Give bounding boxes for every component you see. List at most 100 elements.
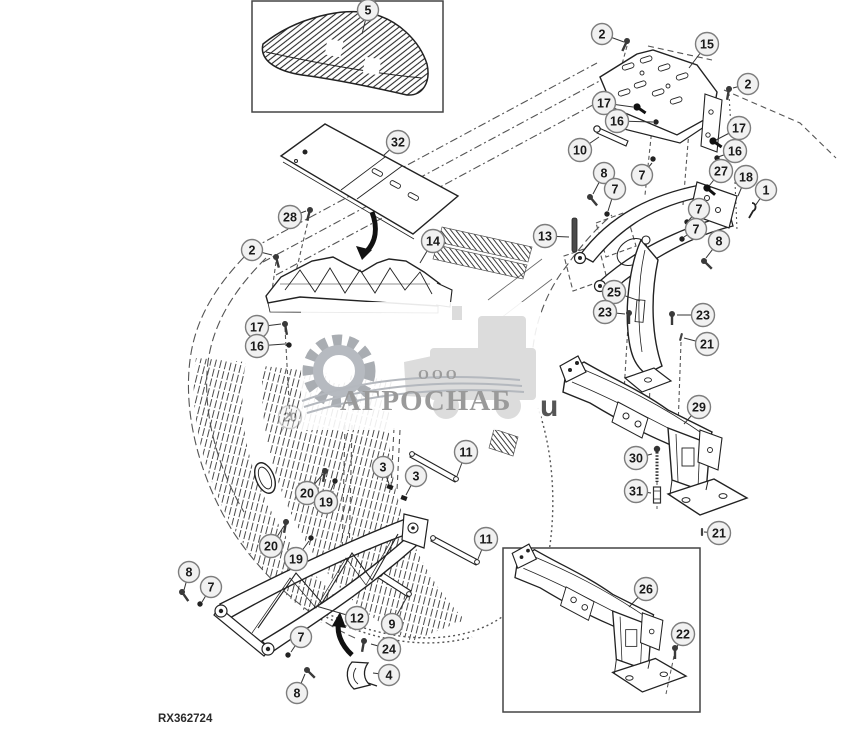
callout-number: 17 [732, 122, 746, 136]
callout-number: 17 [597, 97, 611, 111]
callout-32[interactable]: 32 [382, 129, 411, 157]
fastener-bolt-icon [672, 645, 678, 659]
callout-8[interactable]: 8 [177, 560, 201, 591]
fastener-bolt-icon [587, 194, 598, 207]
callout-2[interactable]: 2 [732, 72, 760, 96]
callout-2[interactable]: 2 [590, 22, 625, 46]
part-25-support-bracket [623, 235, 673, 393]
part-4-clamp [346, 661, 378, 690]
fastener-bolt-icon [621, 38, 630, 52]
callout-7[interactable]: 7 [630, 162, 654, 187]
callout-16[interactable]: 16 [244, 333, 286, 359]
callout-10[interactable]: 10 [567, 136, 600, 163]
callout-number: 7 [693, 223, 700, 237]
callout-12[interactable]: 12 [315, 605, 370, 631]
fastener-bolt-icon [321, 468, 328, 483]
callout-18[interactable]: 18 [733, 164, 759, 197]
callout-number: 8 [601, 167, 608, 181]
callout-9[interactable]: 9 [380, 594, 409, 636]
callout-25[interactable]: 25 [601, 279, 641, 305]
callout-27[interactable]: 27 [708, 158, 734, 187]
callout-20[interactable]: 20 [294, 473, 324, 506]
callout-17[interactable]: 17 [591, 90, 634, 116]
callout-24[interactable]: 24 [370, 636, 402, 662]
callout-17[interactable]: 17 [244, 314, 282, 340]
callout-number: 20 [300, 487, 314, 501]
callout-29[interactable]: 29 [683, 394, 712, 425]
callout-number: 18 [739, 171, 753, 185]
callout-13[interactable]: 13 [532, 223, 570, 249]
install-direction-arrows [332, 211, 378, 657]
fastener-pin-icon [679, 333, 683, 341]
part-5-mesh-screen [261, 10, 429, 96]
callout-8[interactable]: 8 [285, 673, 309, 705]
callout-number: 20 [264, 540, 278, 554]
callout-16[interactable]: 16 [717, 138, 748, 164]
callout-23[interactable]: 23 [592, 299, 626, 325]
callout-number: 26 [639, 583, 653, 597]
fastener-bolt-icon [626, 310, 632, 324]
callout-30[interactable]: 30 [623, 445, 653, 471]
callout-22[interactable]: 22 [670, 621, 696, 648]
callout-7[interactable]: 7 [289, 625, 313, 653]
callout-3[interactable]: 3 [404, 464, 428, 496]
callout-7[interactable]: 7 [603, 177, 627, 212]
fastener-nut-icon [308, 535, 314, 541]
fastener-bolt-icon [725, 86, 732, 101]
callout-20[interactable]: 20 [258, 525, 285, 559]
callout-23[interactable]: 23 [677, 302, 716, 328]
callout-number: 7 [696, 203, 703, 217]
fastener-bolt-icon [360, 638, 367, 653]
callout-21[interactable]: 21 [683, 331, 720, 357]
callout-number: 31 [629, 485, 643, 499]
rod-13 [571, 217, 578, 253]
callout-1[interactable]: 1 [754, 178, 778, 207]
callout-number: 19 [289, 553, 303, 567]
callout-31[interactable]: 31 [623, 478, 652, 504]
callout-number: 21 [712, 527, 726, 541]
part-32-hood-top-panel [279, 123, 460, 240]
callout-16[interactable]: 16 [604, 108, 654, 134]
fastener-bolt-icon [273, 254, 281, 268]
callout-28[interactable]: 28 [277, 204, 307, 230]
callout-number: 16 [728, 145, 742, 159]
fastener-cyl-icon [652, 486, 662, 504]
callout-11[interactable]: 11 [473, 526, 499, 560]
callout-17[interactable]: 17 [715, 115, 752, 141]
callout-number: 8 [294, 687, 301, 701]
callout-8[interactable]: 8 [592, 161, 616, 195]
callout-number: 10 [573, 144, 587, 158]
fastener-bolt-icon [305, 207, 313, 221]
callout-19[interactable]: 19 [283, 540, 310, 572]
callout-20[interactable]: 20 [277, 404, 303, 435]
callout-number: 16 [250, 340, 264, 354]
callout-7[interactable]: 7 [199, 575, 223, 603]
callout-26[interactable]: 26 [628, 576, 659, 608]
watermark-truck-silhouette [404, 306, 536, 419]
callout-number: 5 [365, 4, 372, 18]
callout-number: 8 [186, 566, 193, 580]
callout-number: 2 [745, 78, 752, 92]
callout-number: 28 [283, 211, 297, 225]
callout-8[interactable]: 8 [705, 229, 731, 259]
callout-number: 11 [479, 533, 492, 547]
callout-number: 30 [629, 452, 643, 466]
callout-3[interactable]: 3 [371, 455, 395, 485]
callout-15[interactable]: 15 [688, 31, 720, 69]
callout-19[interactable]: 19 [313, 482, 339, 515]
callout-7[interactable]: 7 [687, 197, 711, 221]
watermark-swoosh [301, 375, 525, 414]
callout-2[interactable]: 2 [240, 238, 273, 262]
callout-11[interactable]: 11 [453, 439, 479, 477]
callout-number: 7 [612, 183, 619, 197]
callout-number: 17 [250, 321, 264, 335]
fastener-bolt-icon [669, 311, 675, 325]
callout-21[interactable]: 21 [703, 520, 732, 546]
fastener-bolt-icon [304, 667, 316, 679]
fastener-bolt-icon [282, 519, 289, 534]
callout-5[interactable]: 5 [356, 0, 380, 35]
callout-7[interactable]: 7 [683, 217, 708, 241]
callout-14[interactable]: 14 [419, 228, 446, 264]
fastener-bolt-icon [282, 321, 289, 336]
callout-4[interactable]: 4 [372, 663, 401, 687]
